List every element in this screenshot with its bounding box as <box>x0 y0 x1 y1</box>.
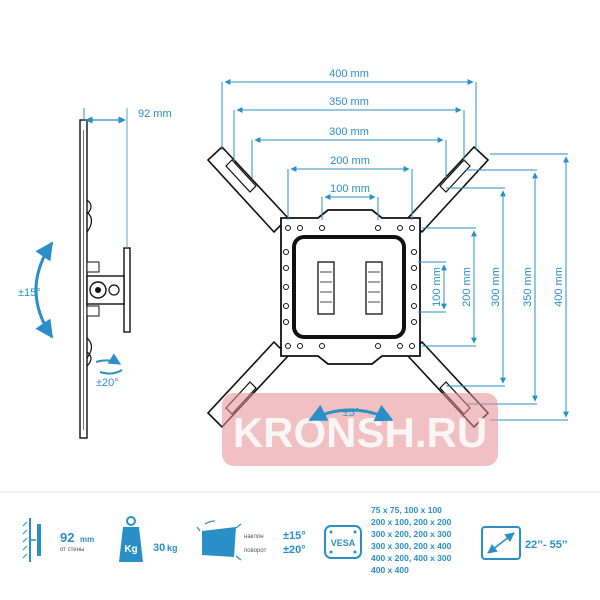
vesa-line: 75 x 75, 100 x 100 <box>371 505 442 515</box>
tilt-angle-label: ±15° <box>18 287 41 299</box>
side-view: 92 mm ±15° ±20° <box>18 108 172 439</box>
spec-tilt-swivel: наклон ±15° поворот ±20° <box>196 520 306 561</box>
vesa-line: 400 x 400 <box>371 565 409 575</box>
vesa-line: 300 x 300, 200 x 400 <box>371 541 452 551</box>
vesa-icon-label: VESA <box>331 538 356 548</box>
spec-tilt-value: ±15° <box>283 530 306 542</box>
horizontal-dimensions <box>221 79 477 220</box>
spec-swivel-label: поворот <box>244 548 267 554</box>
dim-300-horizontal: 300 mm <box>329 126 369 138</box>
watermark: KRONSH.RU <box>222 393 498 466</box>
rotation-angle-label: ±5° <box>343 407 360 419</box>
wall-depth-icon <box>22 518 41 562</box>
spec-swivel-value: ±20° <box>283 544 306 556</box>
dim-400-vertical: 400 mm <box>553 267 565 307</box>
front-view <box>206 145 490 429</box>
swivel-arrow-icon <box>95 353 122 365</box>
dim-100-horizontal: 100 mm <box>330 183 370 195</box>
dim-300-vertical: 300 mm <box>490 267 502 307</box>
spec-depth-unit: mm <box>80 535 94 544</box>
weight-icon-label: Kg <box>124 544 137 555</box>
dim-350-vertical: 350 mm <box>522 267 534 307</box>
watermark-text: KRONSH.RU <box>233 409 487 456</box>
dim-100-vertical: 100 mm <box>431 267 443 307</box>
dim-200-vertical: 200 mm <box>461 267 473 307</box>
spec-weight: Kg 30 kg <box>119 516 178 562</box>
screen-diagonal-icon <box>481 526 521 560</box>
spec-depth-value: 92 <box>60 530 74 545</box>
depth-dimension-label: 92 mm <box>138 108 172 120</box>
vesa-icon: VESA <box>324 525 362 559</box>
spec-weight-unit: kg <box>167 543 178 553</box>
rotation-arrow-icon <box>308 404 394 422</box>
spec-screen-size-value: 22’’- 55’’ <box>525 539 568 551</box>
dim-400-horizontal: 400 mm <box>329 68 369 80</box>
vesa-line: 200 x 100, 200 x 200 <box>371 517 452 527</box>
swivel-angle-label: ±20° <box>96 377 119 389</box>
vesa-line: 300 x 200, 200 x 300 <box>371 529 452 539</box>
weight-icon: Kg <box>119 516 143 562</box>
spec-strip: 92 mm от стены Kg 30 kg наклон ±15° <box>0 491 600 575</box>
spec-depth-note: от стены <box>60 547 84 553</box>
spec-tilt-label: наклон <box>244 534 264 540</box>
dim-200-horizontal: 200 mm <box>330 155 370 167</box>
spec-vesa: VESA 75 x 75, 100 x 100 200 x 100, 200 x… <box>324 505 452 575</box>
dim-350-horizontal: 350 mm <box>329 96 369 108</box>
tilt-swivel-icon <box>196 520 242 561</box>
vesa-line: 400 x 200, 400 x 300 <box>371 553 452 563</box>
tilt-arrow-icon <box>34 241 54 339</box>
spec-weight-value: 30 <box>153 542 165 554</box>
spec-screen-size: 22’’- 55’’ <box>481 526 568 560</box>
spec-depth: 92 mm от стены <box>22 518 94 562</box>
